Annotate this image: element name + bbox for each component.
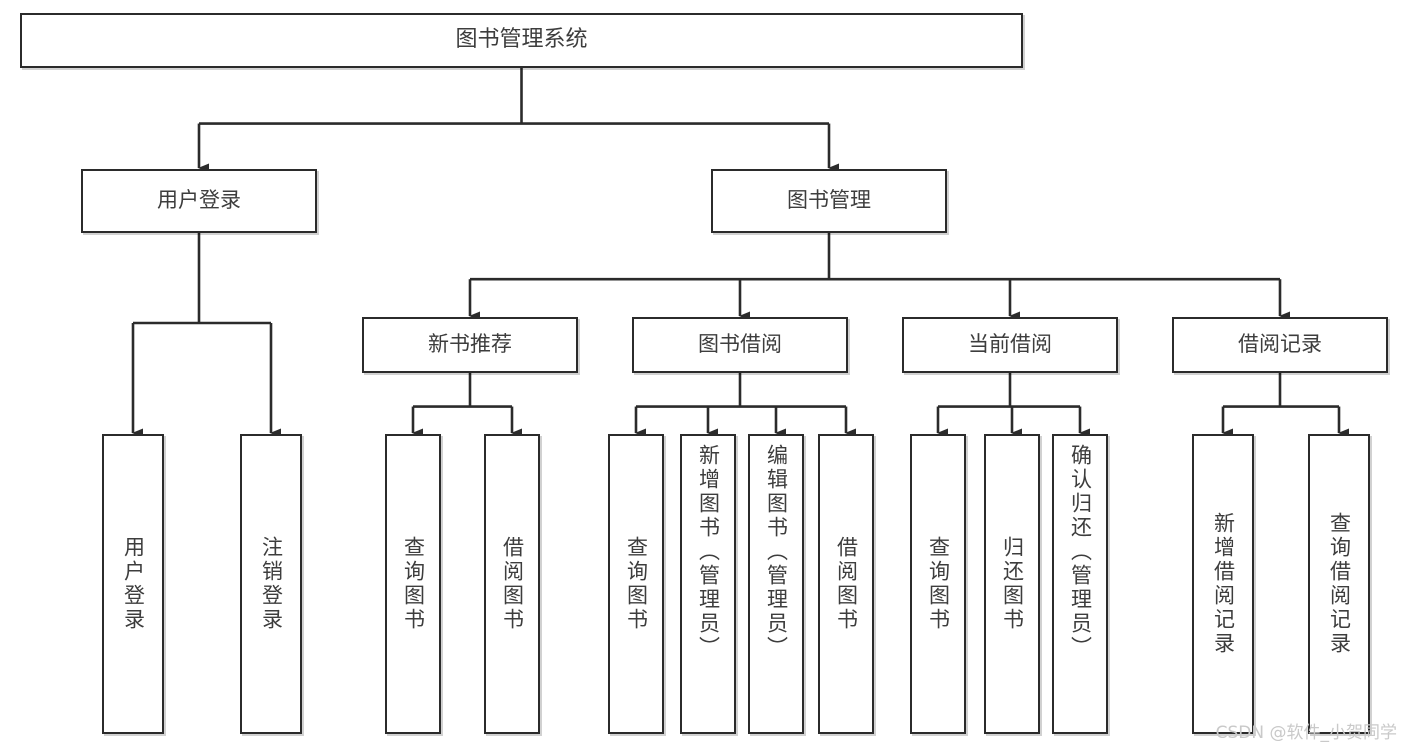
node-borrow-record[interactable]: 借阅记录 [1172, 317, 1388, 373]
node-new-book-recommend-label: 新书推荐 [428, 332, 512, 357]
node-borrow-record-label: 借阅记录 [1238, 332, 1322, 357]
node-root[interactable]: 图书管理系统 [20, 13, 1023, 68]
node-leaf-confirm-return[interactable]: 确认归还（管理员） [1052, 434, 1108, 734]
node-leaf-return-book[interactable]: 归还图书 [984, 434, 1040, 734]
node-book-borrow[interactable]: 图书借阅 [632, 317, 848, 373]
node-book-manage-label: 图书管理 [787, 188, 871, 213]
node-user-login-label: 用户登录 [157, 188, 241, 213]
leaf-logout-login-label: 注销登录 [259, 536, 284, 632]
node-leaf-logout-login[interactable]: 注销登录 [240, 434, 302, 734]
leaf-query-borrow-record-label: 查询借阅记录 [1327, 512, 1352, 656]
node-leaf-user-login[interactable]: 用户登录 [102, 434, 164, 734]
leaf-return-book-label: 归还图书 [1000, 536, 1025, 632]
node-new-book-recommend[interactable]: 新书推荐 [362, 317, 578, 373]
node-leaf-query-book-rec[interactable]: 查询图书 [385, 434, 441, 734]
node-current-borrow-label: 当前借阅 [968, 332, 1052, 357]
leaf-confirm-return-label: 确认归还（管理员） [1068, 444, 1093, 660]
node-leaf-borrow-book-rec[interactable]: 借阅图书 [484, 434, 540, 734]
node-leaf-borrow-book[interactable]: 借阅图书 [818, 434, 874, 734]
leaf-edit-book-label: 编辑图书（管理员） [764, 444, 789, 660]
node-user-login[interactable]: 用户登录 [81, 169, 317, 233]
node-book-borrow-label: 图书借阅 [698, 332, 782, 357]
leaf-add-book-label: 新增图书（管理员） [696, 444, 721, 660]
node-leaf-edit-book[interactable]: 编辑图书（管理员） [748, 434, 804, 734]
leaf-user-login-label: 用户登录 [121, 536, 146, 632]
node-current-borrow[interactable]: 当前借阅 [902, 317, 1118, 373]
node-leaf-query-book-borrow[interactable]: 查询图书 [608, 434, 664, 734]
node-root-label: 图书管理系统 [455, 27, 588, 53]
node-leaf-add-borrow-record[interactable]: 新增借阅记录 [1192, 434, 1254, 734]
leaf-borrow-book-rec-label: 借阅图书 [500, 536, 525, 632]
leaf-query-book-borrow-label: 查询图书 [624, 536, 649, 632]
node-leaf-query-book-current[interactable]: 查询图书 [910, 434, 966, 734]
node-book-manage[interactable]: 图书管理 [711, 169, 947, 233]
leaf-query-book-current-label: 查询图书 [926, 536, 951, 632]
node-leaf-query-borrow-record[interactable]: 查询借阅记录 [1308, 434, 1370, 734]
leaf-borrow-book-label: 借阅图书 [834, 536, 859, 632]
node-leaf-add-book[interactable]: 新增图书（管理员） [680, 434, 736, 734]
leaf-add-borrow-record-label: 新增借阅记录 [1211, 512, 1236, 656]
leaf-query-book-rec-label: 查询图书 [401, 536, 426, 632]
